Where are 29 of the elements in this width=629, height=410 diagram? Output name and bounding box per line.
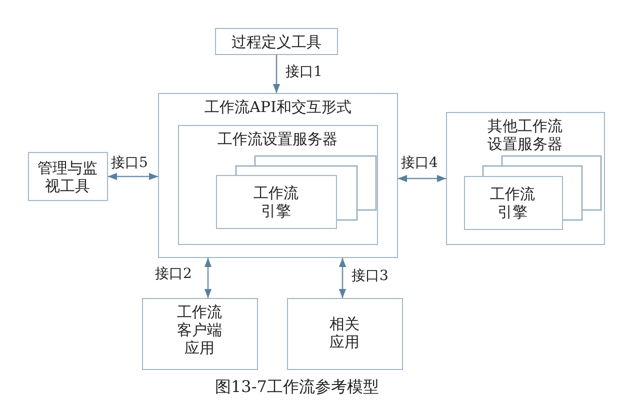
edge-label: 接口5 — [110, 154, 149, 170]
server-box — [178, 124, 378, 244]
engine-box — [464, 176, 562, 230]
server-box — [446, 112, 605, 245]
connector-arrow — [272, 55, 280, 93]
box-title: 工作流客户端应用 — [176, 303, 223, 357]
engine-box — [216, 175, 337, 229]
figure-caption: 图13-7工作流参考模型 — [215, 377, 379, 397]
connector-arrow — [204, 258, 212, 298]
box-title: 过程定义工具 — [230, 33, 322, 51]
box-title: 相关应用 — [328, 315, 360, 351]
connector-arrow — [108, 172, 158, 180]
interface-box — [158, 93, 398, 258]
edge-label: 接口2 — [154, 266, 193, 282]
application-box — [142, 298, 258, 370]
box-title: 工作流API和交互形式 — [204, 98, 352, 116]
edge-label: 接口3 — [350, 268, 390, 284]
tool-box — [28, 152, 108, 201]
box-title: 其他工作流设置服务器 — [486, 117, 564, 153]
edge-label: 接口4 — [400, 154, 439, 170]
connector-arrow — [338, 258, 346, 298]
box-title: 工作流引擎 — [252, 184, 300, 220]
box-title: 工作流引擎 — [489, 184, 536, 220]
application-box — [287, 298, 403, 370]
box-title: 管理与监视工具 — [36, 159, 98, 195]
edge-label: 接口1 — [284, 64, 324, 80]
connector-arrow — [398, 174, 446, 182]
box-title: 工作流设置服务器 — [216, 130, 338, 148]
tool-box — [215, 28, 338, 55]
